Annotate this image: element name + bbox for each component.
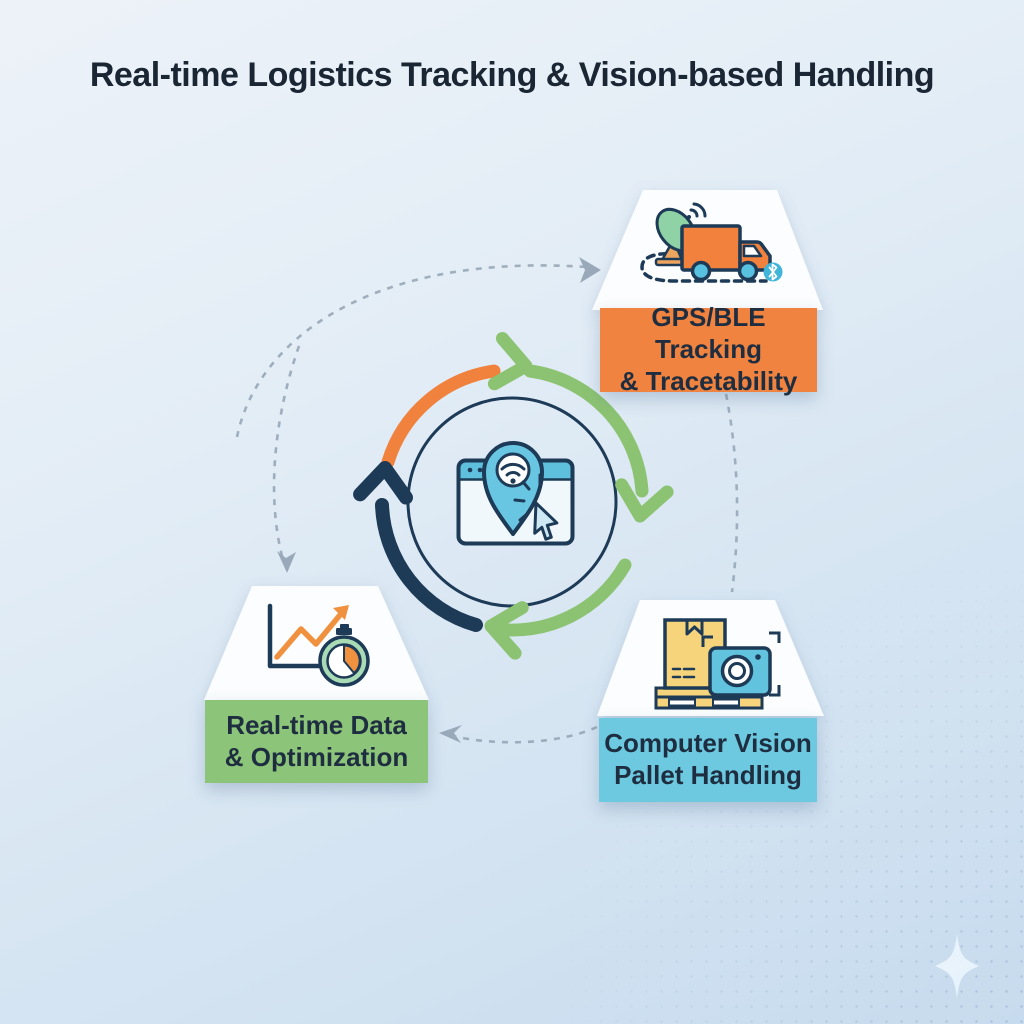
bluetooth-icon [763,262,783,282]
gps-tracking-label-line2: & Tracetability [619,365,798,396]
dashed-connector-arrowheads [277,257,601,743]
connector-left-to-optimization [272,345,301,561]
gps-tracking-banner: GPS/BLE Tracking & Tracetability [600,302,817,396]
realtime-data-banner: Real-time Data & Optimization [205,700,428,783]
trend-line [274,612,343,660]
camera-icon [708,646,772,697]
cycle-arc-navy [375,498,483,632]
connector-center-to-gps [235,264,587,438]
signal-waves-icon [689,202,707,218]
click-cursor-icon [513,473,559,541]
computer-vision-banner: Computer Vision Pallet Handling [599,718,817,802]
focus-brackets-icon [701,631,781,697]
sparkle-icon [935,934,979,998]
page-title: Real-time Logistics Tracking & Vision-ba… [89,56,935,94]
arrowhead-left-navy [353,461,413,505]
arrowhead-right-green [615,478,674,523]
cycle-arc-orange [381,364,501,469]
realtime-data-label-line2: & Optimization [224,741,409,772]
pallet-box-camera-icon [654,618,781,710]
computer-vision-label-line2: Pallet Handling [614,760,802,790]
gps-tracking-label-line1: GPS/BLE Tracking [651,302,766,365]
realtime-data-label-line1: Real-time Data [226,709,407,740]
connector-vision-to-optimization [447,725,598,744]
cycle-arc-green-bottom [489,558,632,637]
computer-vision-label-line1: Computer Vision [604,728,812,759]
cycle-diagram [353,331,674,660]
wifi-icon [500,462,526,477]
growth-chart-stopwatch-icon [267,603,370,687]
truck-satellite-bluetooth-icon [640,202,783,283]
arrowhead-bottom-green [484,601,529,660]
stopwatch-icon [318,624,370,687]
arrowhead-top-green [487,331,533,391]
connector-gps-to-vision [724,393,739,593]
browser-map-pin-wifi-click-icon [456,441,575,546]
dashed-connectors [235,264,739,744]
trend-arrowhead [333,605,349,620]
cycle-arc-green-right [523,364,649,498]
